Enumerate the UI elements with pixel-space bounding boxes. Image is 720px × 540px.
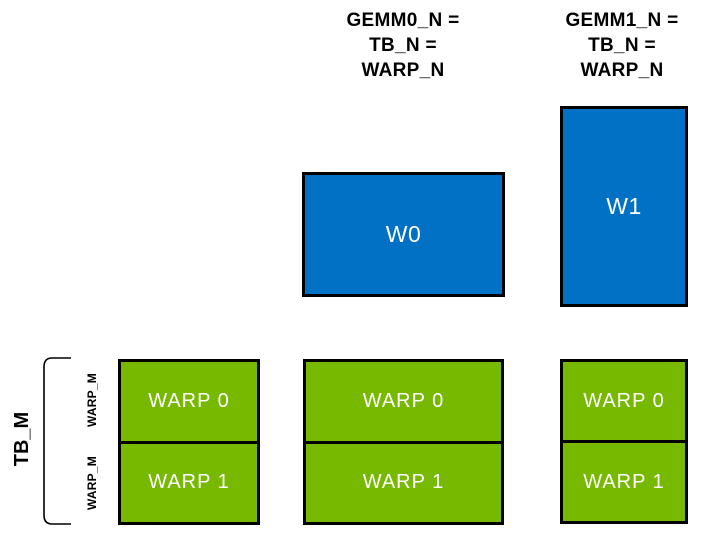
warp-row-0: WARP 0 <box>306 362 501 441</box>
warp-row-1: WARP 1 <box>306 440 501 523</box>
w1-label: W1 <box>606 193 642 219</box>
warp-row-1: WARP 1 <box>121 440 257 523</box>
warp-row-label: WARP 1 <box>148 471 230 494</box>
warp-row-1: WARP 1 <box>563 440 685 521</box>
header-line: GEMM1_N = <box>565 10 679 31</box>
warp-row-label: WARP 0 <box>362 389 445 412</box>
gemm0-column-header: GEMM0_N = TB_N = WARP_N <box>303 8 503 83</box>
warp-accumulator-tile-w0: W0 <box>302 172 505 297</box>
tbm-axis-label: TB_M <box>11 411 33 467</box>
w0-label: W0 <box>385 221 422 247</box>
threadblock-warp-tiles-right: WARP 0 WARP 1 <box>560 359 688 524</box>
warp-accumulator-tile-w1: W1 <box>560 106 688 307</box>
warpm-extent-label-0: WARP_M <box>85 373 99 427</box>
warpm-extent-label-1: WARP_M <box>85 456 99 510</box>
threadblock-warp-tiles-middle: WARP 0 WARP 1 <box>303 359 504 525</box>
warp-row-0: WARP 0 <box>121 362 257 441</box>
warp-row-label: WARP 0 <box>148 389 230 412</box>
warp-row-label: WARP 1 <box>362 471 445 494</box>
header-line: TB_N = <box>588 35 656 56</box>
header-line: WARP_N <box>580 60 664 81</box>
warp-row-0: WARP 0 <box>563 362 685 440</box>
header-line: WARP_N <box>361 60 445 81</box>
warp-row-label: WARP 1 <box>583 470 665 493</box>
gemm1-column-header: GEMM1_N = TB_N = WARP_N <box>547 8 697 83</box>
tbm-bracket <box>43 357 71 525</box>
header-line: TB_N = <box>369 35 437 56</box>
warp-row-label: WARP 0 <box>583 389 665 412</box>
header-line: GEMM0_N = <box>346 10 460 31</box>
threadblock-warp-tiles-left: WARP 0 WARP 1 <box>118 359 260 525</box>
